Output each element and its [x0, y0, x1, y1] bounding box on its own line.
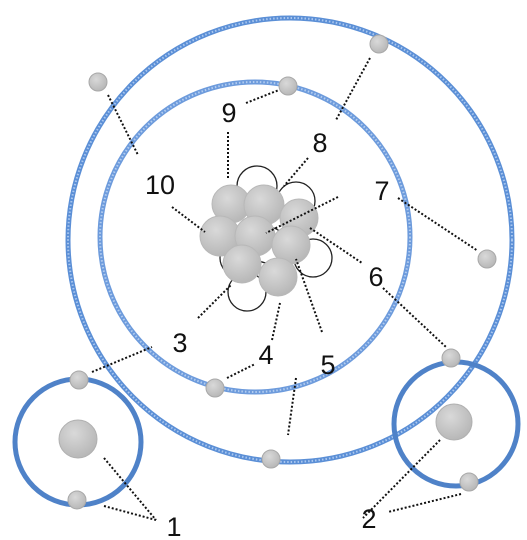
leader-line [198, 285, 231, 318]
electron [206, 379, 224, 397]
leader-line [383, 288, 446, 347]
small-nucleus-left [59, 420, 97, 458]
leader-line [246, 90, 279, 103]
label-8: 8 [312, 128, 327, 158]
gray-particle [223, 245, 261, 283]
leader-line [104, 506, 156, 520]
electron [262, 450, 280, 468]
leader-line [388, 494, 461, 512]
label-7: 7 [374, 176, 389, 206]
label-9: 9 [221, 98, 236, 128]
electron [370, 35, 388, 53]
leader-line [172, 207, 205, 232]
leader-line [227, 364, 255, 378]
label-1: 1 [166, 512, 181, 540]
label-5: 5 [320, 350, 335, 380]
electron [89, 73, 107, 91]
label-4: 4 [258, 340, 273, 370]
electron [460, 473, 478, 491]
electron [442, 349, 460, 367]
label-3: 3 [172, 328, 187, 358]
label-10: 10 [145, 170, 175, 200]
label-2: 2 [361, 504, 376, 534]
electron [68, 491, 86, 509]
leader-line [272, 303, 280, 340]
small-nucleus-right [436, 404, 472, 440]
electron [478, 250, 496, 268]
electron [70, 371, 88, 389]
leader-line [336, 58, 370, 120]
electron [279, 77, 297, 95]
leader-line [104, 458, 156, 520]
label-6: 6 [368, 262, 383, 292]
gray-particle [259, 258, 297, 296]
nucleus-cluster [200, 166, 332, 311]
